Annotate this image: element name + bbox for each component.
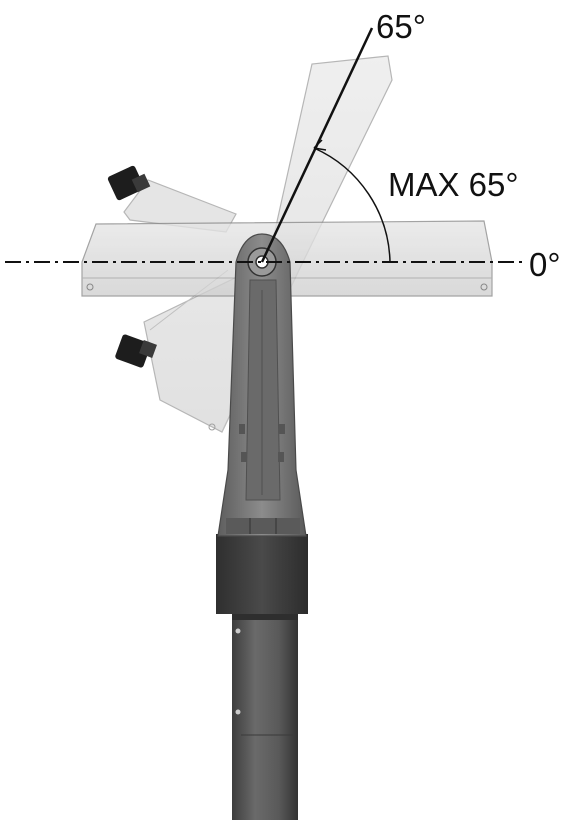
pole-clamp	[216, 534, 308, 614]
max-angle-label: MAX 65°	[388, 166, 519, 203]
tilt-angle-label: 65°	[376, 8, 426, 45]
cable-gland-top	[107, 165, 151, 201]
pole-screw-top	[235, 628, 241, 634]
cable-gland-bottom	[115, 334, 157, 368]
angle-arc	[313, 147, 391, 263]
pole-screw-bottom	[235, 709, 241, 715]
mounting-arm	[217, 233, 307, 537]
angle-arc-arrowhead	[313, 139, 327, 151]
reference-lines	[5, 27, 525, 263]
pole	[232, 612, 298, 820]
zero-angle-label: 0°	[529, 246, 561, 283]
